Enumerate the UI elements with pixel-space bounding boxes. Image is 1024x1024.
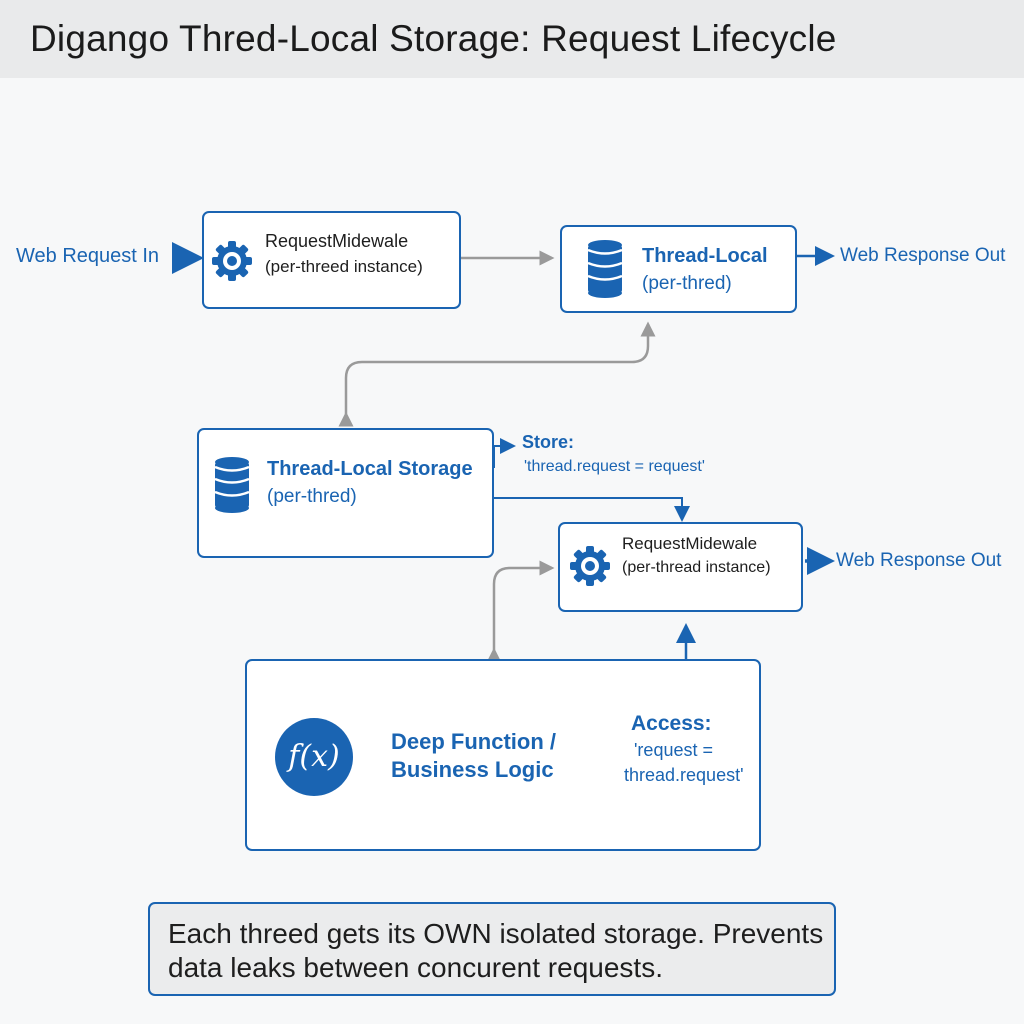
database-icon bbox=[587, 240, 623, 298]
node-title: Thread-Local Storage bbox=[267, 458, 473, 480]
gear-icon bbox=[570, 546, 610, 586]
business-logic-box bbox=[245, 659, 761, 851]
thread-local-box-top: Thread-Local (per-thred) bbox=[560, 225, 797, 313]
store-label: Store: bbox=[522, 432, 575, 452]
note-box: Each threed gets its OWN isolated storag… bbox=[148, 902, 836, 996]
node-subtitle: (per-thred) bbox=[642, 273, 732, 294]
business-logic-title-line1: Deep Function / bbox=[391, 729, 556, 754]
thread-local-storage-box: Thread-Local Storage (per-thred) bbox=[197, 428, 494, 558]
request-middleware-box-top: RequestMidewale (per-threed instance) bbox=[202, 211, 461, 309]
access-code-line2: thread.request' bbox=[624, 765, 744, 785]
node-title: Thread-Local bbox=[642, 245, 768, 267]
note-text: Each threed gets its OWN isolated storag… bbox=[168, 918, 824, 983]
access-label: Access: bbox=[631, 712, 712, 735]
node-subtitle: (per-thread instance) bbox=[622, 559, 771, 576]
node-title: RequestMidewale bbox=[622, 534, 758, 553]
database-icon bbox=[214, 457, 250, 513]
node-subtitle: (per-threed instance) bbox=[265, 257, 423, 276]
node-subtitle: (per-thred) bbox=[267, 486, 357, 507]
web-response-out-label-mid: Web Response Out bbox=[836, 550, 1002, 571]
title-bar: Digango Thred-Local Storage: Request Lif… bbox=[0, 0, 1024, 78]
store-code: 'thread.request = request' bbox=[524, 458, 705, 475]
web-response-out-label-top: Web Response Out bbox=[840, 245, 1006, 266]
web-request-in-label: Web Request In bbox=[16, 245, 160, 267]
arrow-store bbox=[493, 438, 516, 468]
request-middleware-box-mid: RequestMidewale (per-thread instance) bbox=[558, 522, 803, 612]
page-title: Digango Thred-Local Storage: Request Lif… bbox=[30, 18, 837, 59]
node-title: RequestMidewale bbox=[265, 231, 409, 251]
connector-tl-to-storage bbox=[338, 321, 656, 427]
arrow-storage-to-middleware bbox=[494, 497, 690, 522]
business-logic-title-line2: Business Logic bbox=[391, 757, 554, 782]
function-icon: f(x) bbox=[275, 718, 353, 796]
gear-icon bbox=[212, 241, 252, 281]
access-code-line1: 'request = bbox=[634, 740, 713, 760]
connector-logic-to-mw bbox=[486, 560, 555, 663]
